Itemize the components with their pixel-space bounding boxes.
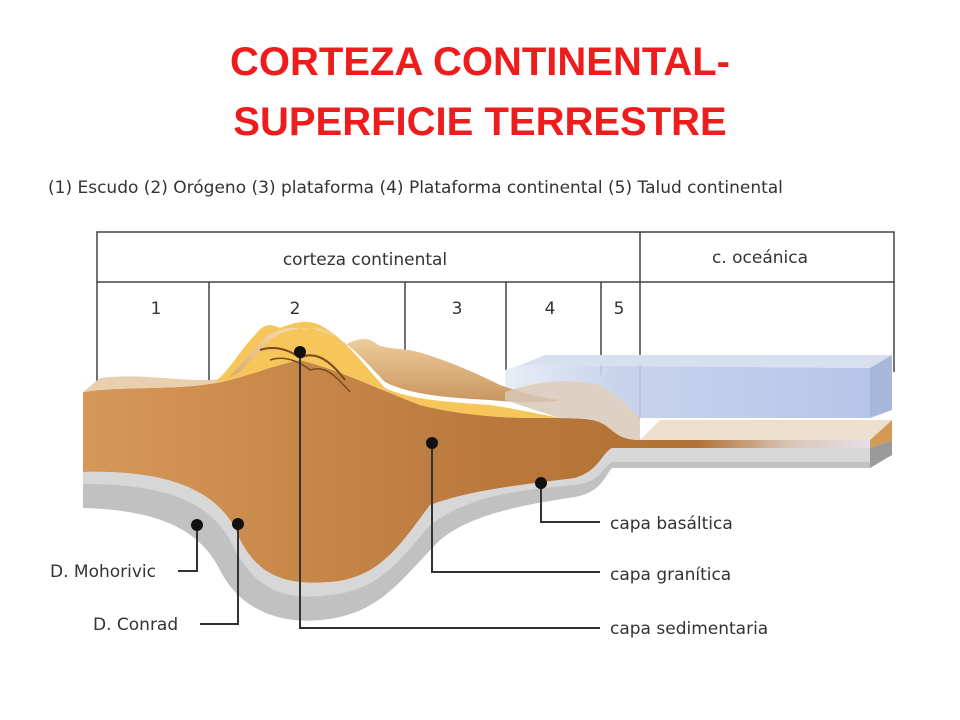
header-oceanic: c. oceánica xyxy=(712,248,808,268)
ocean-surface xyxy=(520,355,892,368)
granite-marker xyxy=(426,437,438,449)
title-line-1: CORTEZA CONTINENTAL- xyxy=(230,40,730,84)
basalt-marker xyxy=(535,477,547,489)
sedimentary-layer xyxy=(215,321,560,418)
label-conrad: D. Conrad xyxy=(93,615,178,635)
table-header-row xyxy=(96,231,895,283)
sediment-marker xyxy=(294,346,306,358)
ocean-side xyxy=(870,355,892,418)
label-capa-granitica: capa granítica xyxy=(610,565,731,585)
label-capa-sedimentaria: capa sedimentaria xyxy=(610,619,768,639)
ocean-water xyxy=(505,365,870,418)
zone-number: 2 xyxy=(290,299,301,319)
zone-number: 3 xyxy=(452,299,463,319)
zone-legend: (1) Escudo (2) Orógeno (3) plataforma (4… xyxy=(48,178,783,198)
orogen-mountain xyxy=(228,327,560,403)
label-capa-basaltica: capa basáltica xyxy=(610,514,733,534)
label-mohorovicic: D. Mohorivic xyxy=(50,562,156,582)
zone-number: 1 xyxy=(151,299,162,319)
shield-surface xyxy=(83,376,230,392)
zone-number: 4 xyxy=(545,299,556,319)
header-continental: corteza continental xyxy=(283,250,447,270)
mohorovicic-marker xyxy=(191,519,203,531)
leader-lines xyxy=(178,352,600,629)
zone-number: 5 xyxy=(614,299,625,319)
granite-layer xyxy=(83,360,870,583)
conrad-marker xyxy=(232,518,244,530)
title-line-2: SUPERFICIE TERRESTRE xyxy=(233,100,727,144)
